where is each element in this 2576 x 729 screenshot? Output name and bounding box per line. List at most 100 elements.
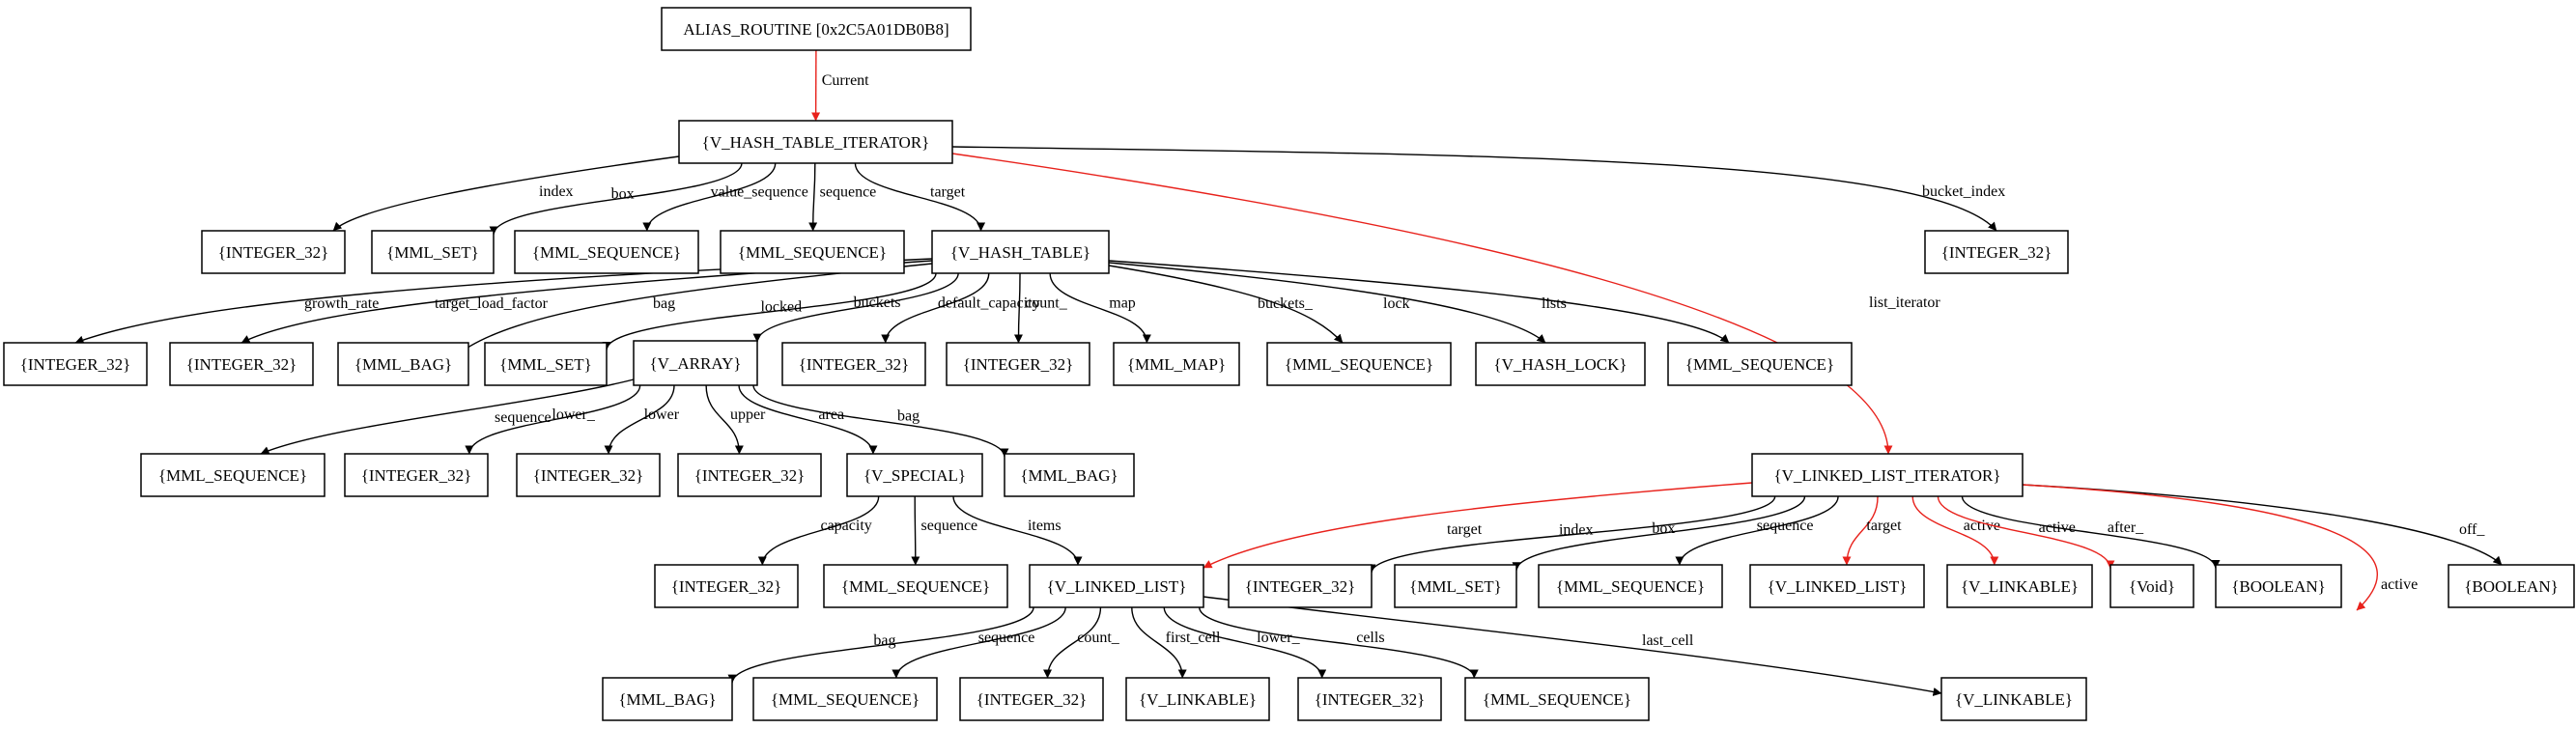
edge-items bbox=[952, 495, 1083, 566]
node-hti-mml-set: {MML_SET} bbox=[371, 230, 495, 274]
edge-label-after: after_ bbox=[2108, 519, 2144, 536]
nodes-layer: ALIAS_ROUTINE [0x2C5A01DB0B8] {V_HASH_TAB… bbox=[3, 7, 2575, 721]
edge-target bbox=[854, 162, 986, 232]
node-box bbox=[2215, 564, 2342, 608]
edge-label-map: map bbox=[1109, 295, 1136, 312]
edge-index bbox=[332, 155, 680, 232]
node-box bbox=[516, 453, 661, 497]
node-box bbox=[678, 120, 953, 164]
edge-label-target-load-factor: target_load_factor bbox=[435, 295, 549, 312]
node-label: {INTEGER_32} bbox=[361, 466, 472, 485]
node-ll-lower: {INTEGER_32} bbox=[1297, 677, 1442, 721]
node-label: {V_LINKED_LIST} bbox=[1768, 577, 1908, 596]
edge-label-list-iterator: list_iterator bbox=[1869, 294, 1940, 311]
node-box bbox=[1749, 564, 1925, 608]
node-label: {MML_SEQUENCE} bbox=[738, 243, 887, 262]
node-ht-lists: {MML_SEQUENCE} bbox=[1667, 342, 1853, 386]
node-label: {MML_SEQUENCE} bbox=[158, 466, 307, 485]
edge-label-count: count_ bbox=[1077, 630, 1120, 646]
node-va-lower: {INTEGER_32} bbox=[344, 453, 489, 497]
node-label: {V_LINKED_LIST_ITERATOR} bbox=[1773, 466, 2000, 485]
node-label: {MML_SEQUENCE} bbox=[1685, 355, 1834, 374]
node-box bbox=[1751, 453, 2024, 497]
edge-bag bbox=[453, 263, 933, 358]
edge-count bbox=[1043, 606, 1102, 679]
node-label: {INTEGER_32} bbox=[671, 577, 782, 596]
edge-label-sequence: sequence bbox=[495, 409, 552, 426]
node-lli-void: {Void} bbox=[2109, 564, 2194, 608]
edge-label-lock: lock bbox=[1383, 295, 1410, 312]
node-box bbox=[1228, 564, 1373, 608]
node-box bbox=[140, 453, 326, 497]
node-box bbox=[1464, 677, 1650, 721]
node-box bbox=[781, 342, 926, 386]
node-label: {V_HASH_TABLE_ITERATOR} bbox=[702, 133, 930, 152]
edge-sequence bbox=[911, 495, 920, 566]
node-box bbox=[931, 230, 1110, 274]
edge-first-cell bbox=[1131, 606, 1187, 679]
node-label: {MML_SEQUENCE} bbox=[532, 243, 681, 262]
node-ht-growth-rate: {INTEGER_32} bbox=[3, 342, 148, 386]
edge-lists bbox=[1108, 260, 1730, 344]
node-box bbox=[602, 677, 733, 721]
edge-label-lower: lower_ bbox=[552, 407, 595, 423]
node-label: {INTEGER_32} bbox=[799, 355, 910, 374]
node-box bbox=[846, 453, 983, 497]
edge-area bbox=[738, 384, 878, 455]
edge-label-active: active bbox=[1964, 518, 2000, 534]
node-v-hash-table: {V_HASH_TABLE} bbox=[931, 230, 1110, 274]
node-ll-first-cell: {V_LINKABLE} bbox=[1125, 677, 1270, 721]
edge-active-highlighted bbox=[1911, 495, 1999, 566]
edge-label-sequence: sequence bbox=[820, 184, 877, 201]
edge-label-active: active bbox=[2381, 576, 2418, 593]
edge-label-buckets: buckets_ bbox=[1258, 295, 1314, 312]
node-hti-integer-32: {INTEGER_32} bbox=[201, 230, 346, 274]
node-label: {V_HASH_TABLE} bbox=[950, 243, 1090, 262]
node-ll-cells: {MML_SEQUENCE} bbox=[1464, 677, 1650, 721]
edge-label-bag: bag bbox=[653, 295, 675, 312]
node-v-linked-list-iterator: {V_LINKED_LIST_ITERATOR} bbox=[1751, 453, 2024, 497]
node-box bbox=[2109, 564, 2194, 608]
node-ht-locked: {MML_SET} bbox=[484, 342, 608, 386]
edge-label-upper: upper bbox=[730, 407, 766, 423]
node-box bbox=[677, 453, 822, 497]
edge-active-highlighted bbox=[2022, 484, 2378, 611]
edge-sequence bbox=[892, 606, 1066, 679]
edge-label-target: target bbox=[1447, 521, 1483, 538]
edge-target-highlighted bbox=[1203, 482, 1753, 569]
node-label: {BOOLEAN} bbox=[2464, 577, 2559, 596]
edge-label-bag: bag bbox=[873, 632, 895, 649]
node-va-sequence: {MML_SEQUENCE} bbox=[140, 453, 326, 497]
edge-buckets bbox=[752, 272, 959, 343]
node-vs-sequence: {MML_SEQUENCE} bbox=[823, 564, 1008, 608]
node-va-lower: {INTEGER_32} bbox=[516, 453, 661, 497]
node-ll-bag: {MML_BAG} bbox=[602, 677, 733, 721]
edge-label-target: target bbox=[1866, 518, 1902, 534]
node-vs-capacity: {INTEGER_32} bbox=[654, 564, 799, 608]
node-lli-target2: {V_LINKED_LIST} bbox=[1749, 564, 1925, 608]
edge-active-highlighted bbox=[1937, 495, 2115, 570]
node-box bbox=[1125, 677, 1270, 721]
node-label: {INTEGER_32} bbox=[1941, 243, 2052, 262]
node-label: {INTEGER_32} bbox=[977, 690, 1088, 709]
node-box bbox=[1029, 564, 1204, 608]
node-va-bag: {MML_BAG} bbox=[1004, 453, 1135, 497]
edge-label-default-capacity: default_capacity bbox=[938, 295, 1040, 312]
edge-locked bbox=[602, 272, 937, 350]
node-label: ALIAS_ROUTINE [0x2C5A01DB0B8] bbox=[683, 20, 948, 39]
node-box bbox=[1297, 677, 1442, 721]
edge-label-sequence: sequence bbox=[1757, 518, 1814, 534]
node-label: {V_HASH_LOCK} bbox=[1493, 355, 1627, 374]
edge-cells bbox=[1199, 606, 1479, 679]
node-label: {V_SPECIAL} bbox=[863, 466, 966, 485]
node-label: {MML_SET} bbox=[499, 355, 592, 374]
edge-label-box: box bbox=[1652, 520, 1675, 537]
edge-upper bbox=[705, 384, 744, 455]
edge-label-area: area bbox=[818, 407, 844, 423]
edge-label-box: box bbox=[611, 186, 635, 203]
node-lli-box: {MML_SET} bbox=[1394, 564, 1517, 608]
node-label: {INTEGER_32} bbox=[533, 466, 644, 485]
edge-label-index: index bbox=[1559, 521, 1594, 538]
node-label: {MML_BAG} bbox=[618, 690, 716, 709]
edge-default-capacity bbox=[881, 272, 990, 344]
